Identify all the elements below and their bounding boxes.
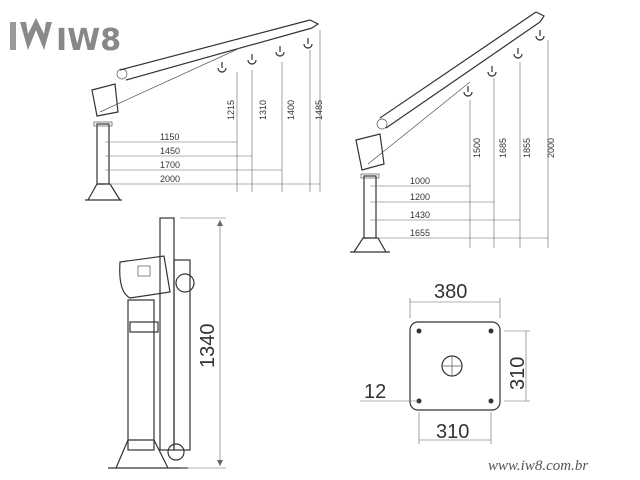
logo: IW8 (10, 18, 121, 58)
crane-right-head (355, 133, 385, 171)
crane-right-reach-3: 1430 (410, 210, 430, 220)
side-view: 1340 (108, 217, 226, 469)
crane-right-piston (367, 81, 471, 165)
crane-left-vertical-dims (236, 30, 321, 192)
side-view-bracket (119, 255, 171, 299)
hook-icon (303, 38, 313, 49)
crane-left-head (91, 83, 119, 117)
bolt-hole (416, 328, 422, 334)
hook-icon (275, 46, 285, 57)
crane-right-height-4: 2000 (546, 138, 556, 158)
crane-right-reach-4: 1655 (410, 228, 430, 238)
crane-left-height-3: 1400 (286, 100, 296, 120)
side-view-wheel (167, 443, 185, 461)
logo-w-mark (20, 18, 52, 50)
crane-left-base (85, 183, 122, 201)
crane-right-height-3: 1855 (522, 138, 532, 158)
base-plate-height-label: 310 (507, 357, 529, 390)
bolt-hole (488, 398, 494, 404)
crane-left: 1150 1450 1700 2000 1215 1310 1400 1485 (85, 19, 324, 201)
side-view-dim-line (180, 217, 226, 469)
bolt-hole (488, 328, 494, 334)
crane-left-hooks (217, 38, 313, 73)
crane-left-height-4: 1485 (314, 100, 324, 120)
crane-left-reach-2: 1450 (160, 146, 180, 156)
side-view-pivot (175, 273, 195, 293)
crane-left-reach-3: 1700 (160, 160, 180, 170)
side-view-slot (137, 265, 151, 277)
hook-icon (217, 62, 227, 73)
side-view-clamp (129, 321, 159, 333)
crane-right-hooks (463, 30, 545, 97)
crane-right-base (350, 237, 390, 253)
crane-right-height-1: 1500 (472, 138, 482, 158)
crane-right: 1000 1200 1430 1655 1500 1685 1855 2000 (350, 11, 556, 253)
crane-right-vertical-dims (469, 40, 549, 248)
crane-left-piston (99, 47, 241, 113)
logo-text: IW8 (56, 23, 121, 58)
crane-right-height-2: 1685 (498, 138, 508, 158)
side-view-height-label: 1340 (197, 324, 219, 369)
crane-right-column (363, 175, 377, 239)
base-plate-height-dim (504, 330, 530, 402)
crane-right-reach-1: 1000 (410, 176, 430, 186)
side-view-column (127, 299, 155, 451)
logo-bar (10, 22, 16, 50)
base-plate-width-label: 380 (434, 281, 467, 303)
base-plate-offset-label: 12 (364, 381, 386, 403)
hook-icon (247, 54, 257, 65)
crane-left-height-2: 1310 (258, 100, 268, 120)
center-crosshair (442, 356, 462, 376)
hook-icon (463, 86, 473, 97)
side-view-arm (173, 259, 191, 451)
side-view-base (108, 439, 188, 469)
hook-icon (487, 66, 497, 77)
crane-left-reach-1: 1150 (160, 132, 179, 142)
crane-right-collar (360, 173, 380, 179)
base-plate-spacing-dim (418, 412, 492, 444)
crane-left-height-1: 1215 (226, 100, 236, 120)
crane-right-pivot (376, 118, 388, 130)
side-view-frame (159, 217, 175, 451)
crane-left-boom (119, 19, 320, 81)
website-url: www.iw8.com.br (488, 458, 588, 474)
crane-right-horizontal-dims (370, 185, 548, 239)
hook-icon (535, 30, 545, 41)
base-plate: 380 310 310 12 (360, 281, 530, 444)
base-plate-spacing-label: 310 (436, 421, 469, 443)
crane-left-collar (93, 121, 113, 127)
hook-icon (513, 48, 523, 59)
base-plate-width-dim (409, 298, 501, 318)
crane-right-boom (379, 11, 545, 129)
crane-left-pivot (116, 68, 128, 80)
crane-left-column (96, 123, 110, 185)
crane-right-reach-2: 1200 (410, 192, 430, 202)
base-plate-outline (409, 321, 501, 411)
crane-left-horizontal-dims (105, 141, 320, 185)
crane-left-reach-4: 2000 (160, 174, 180, 184)
